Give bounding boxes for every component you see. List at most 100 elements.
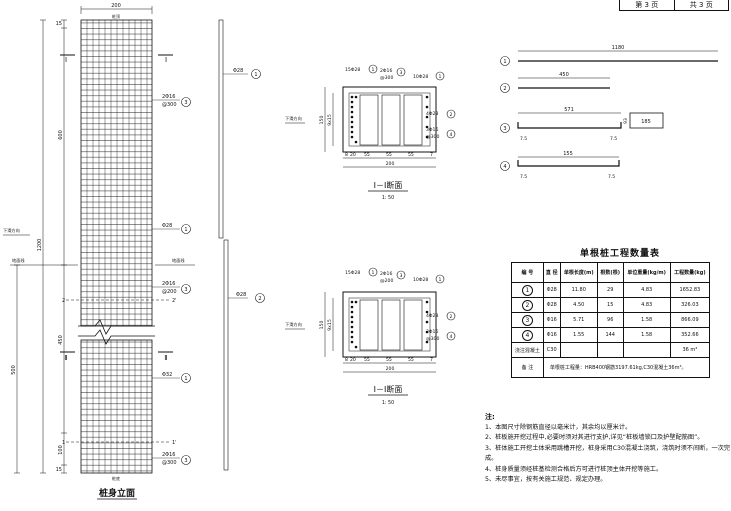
remark-text: 单根桩工程量：HRB400钢筋3197.61kg,C30混凝土36m³。	[542, 357, 711, 378]
note-item: 1、本图尺寸除钢筋直径以毫米计，其余均以厘米计。	[485, 423, 632, 431]
bar3-length: 571	[564, 107, 574, 113]
s1-top-right: 10Φ28	[413, 74, 428, 80]
mark-2: 2	[62, 298, 65, 304]
section-mark-top-left: Ⅰ	[65, 56, 67, 64]
table-cell: Φ16	[542, 327, 561, 343]
section-mark-top-right: Ⅰ	[165, 56, 167, 64]
s1-dim-4: 55	[408, 152, 414, 158]
s2-height: 150	[319, 321, 325, 330]
note-item: 3、桩体施工开挖土体采用跳槽开挖，桩身采用C30混凝土浇筑，浇筑时须不间断，一次…	[485, 444, 731, 463]
s2-dim-5: 7	[430, 357, 433, 363]
callout-2-text: Φ28	[162, 223, 172, 229]
page-total: 共 3 页	[673, 0, 729, 10]
section-1: 15Φ28 1 2Φ16 @300 3 10Φ28 1 4Φ28 2 3Φ16 …	[285, 64, 456, 201]
s1-dim-2: 55	[364, 152, 370, 158]
s1-right-b-sub: @300	[426, 134, 439, 140]
table-row: 4 Φ16 1.55 144 1.58 352.66	[511, 327, 711, 343]
table-cell: 4.50	[559, 297, 598, 313]
table-cell: 11.80	[559, 282, 598, 298]
dim-1200: 1200	[37, 239, 43, 252]
s2-dim-2: 55	[364, 357, 370, 363]
bar4-num: 4	[503, 164, 506, 170]
table-header-row: 编 号 直 径 单根长度(m) 根数(根) 单位重量(kg/m) 工程数量(kg…	[511, 262, 711, 283]
callout-4-num: 1	[184, 376, 187, 382]
table-row-remark: 备 注 单根桩工程量：HRB400钢筋3197.61kg,C30混凝土36m³。	[511, 357, 711, 378]
s2-right-b-sub: @300	[426, 336, 439, 342]
mark-2-prime: 2'	[172, 298, 177, 304]
callout-5-num: 3	[184, 458, 187, 464]
table-row: 2 Φ28 4.50 15 4.83 326.03	[511, 297, 711, 313]
bar3-hook2: 7.5	[610, 136, 617, 142]
callout-1-text: 2Φ16	[162, 94, 175, 100]
callout-4-text: Φ32	[162, 372, 172, 378]
section-mark-bottom-left: Ⅱ	[64, 354, 67, 362]
s1-right-a: 4Φ28	[426, 111, 438, 117]
table-cell: 352.66	[669, 327, 711, 343]
s1-top-mid: 2Φ16	[380, 68, 392, 74]
s2-top-left-num: 1	[372, 270, 375, 276]
top-label: 桩顶	[112, 13, 120, 19]
elevation-title: 桩身立面	[99, 487, 135, 499]
bar4-hook1: 7.5	[520, 174, 527, 180]
bottom-label: 桩底	[112, 475, 120, 481]
dim-15-bottom: 15	[56, 467, 62, 473]
s1-dim-5: 7	[430, 152, 433, 158]
table-cell: 866.09	[669, 312, 711, 328]
s1-height: 150	[319, 116, 325, 125]
load-direction-label: 下滑方向	[3, 227, 20, 234]
table-cell: 1.55	[559, 327, 598, 343]
remark-label: 备 注	[511, 357, 544, 378]
bar1-num: 1	[503, 59, 506, 65]
s1-inner-h: 9x15	[327, 114, 333, 126]
col-header: 根数(根)	[596, 262, 624, 283]
table-cell: Φ28	[542, 297, 561, 313]
table-row-concrete: 浇注混凝土 C30 36 m³	[511, 342, 711, 358]
table-row: 1 Φ28 11.80 29 4.83 1652.83	[511, 282, 711, 298]
table-cell: 96	[596, 312, 624, 328]
callout-2-num: 1	[184, 227, 187, 233]
callout-1-num: 3	[184, 100, 187, 106]
ground-line-label-left: 地面线	[12, 257, 25, 264]
bar1-length: 1180	[612, 45, 625, 51]
bar-callout-2-text: Φ28	[236, 292, 246, 298]
bar3-hook1: 7.5	[520, 136, 527, 142]
s2-right-b-num: 4	[450, 334, 453, 340]
col-header: 单位重量(kg/m)	[622, 262, 671, 283]
s1-top-left: 15Φ28	[345, 67, 360, 73]
table-cell: 15	[596, 297, 624, 313]
table-cell: 1.58	[622, 327, 671, 343]
notes-block: 注: 1、本图尺寸除钢筋直径以毫米计，其余均以厘米计。 2、桩板施开挖过程中,必…	[485, 412, 731, 486]
note-item: 5、未尽事宜，按有关施工规范、规定办理。	[485, 476, 607, 483]
page-indicator: 第 3 页 共 3 页	[619, 0, 729, 11]
s1-top-left-num: 1	[372, 67, 375, 73]
s2-dim-0: 8	[345, 357, 348, 363]
bar-callout-1-num: 1	[254, 72, 257, 78]
s1-total: 200	[386, 161, 395, 167]
s2-scale: 1: 50	[382, 400, 394, 406]
bar-callout-1-text: Φ28	[233, 68, 243, 74]
concrete-qty: 36 m³	[669, 342, 711, 358]
s1-scale: 1: 50	[382, 195, 394, 201]
s2-top-right-num: 1	[439, 277, 442, 283]
notes-title: 注:	[485, 413, 495, 421]
s2-total: 200	[386, 366, 395, 372]
s1-right-b-num: 4	[450, 132, 453, 138]
s2-dim-1: 20	[350, 357, 356, 363]
table-cell: 1.58	[622, 312, 671, 328]
callout-5-text: 2Φ16	[162, 452, 175, 458]
dim-15-top: 15	[56, 21, 62, 27]
quantity-table: 编 号 直 径 单根长度(m) 根数(根) 单位重量(kg/m) 工程数量(kg…	[511, 262, 711, 378]
callout-3-num: 3	[184, 287, 187, 293]
note-item: 4、桩身质量须经桩基检测合格后方可进行桩顶主体开挖等施工。	[485, 465, 663, 473]
dim-100: 100	[58, 445, 64, 455]
bar4-length: 155	[563, 151, 573, 157]
table-cell: 29	[596, 282, 624, 298]
s2-inner-h: 9x15	[327, 319, 333, 331]
table-title: 单根桩工程数量表	[579, 249, 660, 259]
pile-elevation: 200 桩顶 桩底	[3, 3, 195, 500]
callout-3-sub: @200	[162, 289, 177, 295]
dim-450: 450	[58, 335, 64, 345]
dim-500: 500	[11, 365, 17, 375]
s1-top-right-num: 1	[439, 74, 442, 80]
callout-3-text: 2Φ16	[162, 281, 175, 287]
